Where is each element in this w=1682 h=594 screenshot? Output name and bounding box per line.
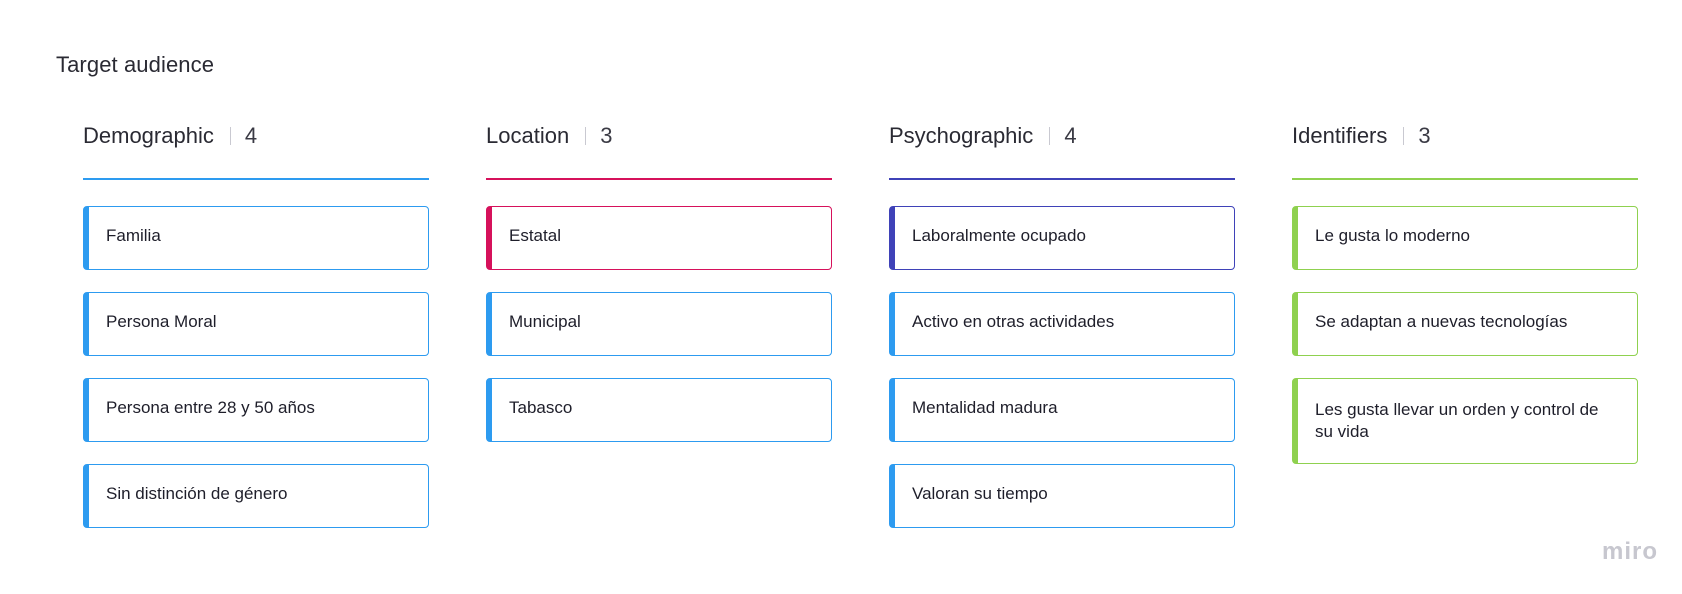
column-rule bbox=[889, 178, 1235, 180]
column-rule bbox=[1292, 178, 1638, 180]
board-title: Target audience bbox=[56, 52, 215, 77]
card-list: Familia Persona Moral Persona entre 28 y… bbox=[83, 206, 429, 528]
card[interactable]: Mentalidad madura bbox=[889, 378, 1235, 442]
column-title: Identifiers bbox=[1292, 123, 1388, 148]
card[interactable]: Se adaptan a nuevas tecnologías bbox=[1292, 292, 1638, 356]
column-location: Location 3 Estatal Municipal Tabasco bbox=[486, 122, 832, 464]
column-count: 3 bbox=[600, 123, 613, 148]
column-identifiers: Identifiers 3 Le gusta lo moderno Se ada… bbox=[1292, 122, 1638, 486]
card[interactable]: Persona Moral bbox=[83, 292, 429, 356]
column-header[interactable]: Identifiers 3 bbox=[1292, 122, 1638, 150]
column-header[interactable]: Demographic 4 bbox=[83, 122, 429, 150]
card[interactable]: Municipal bbox=[486, 292, 832, 356]
card-list: Estatal Municipal Tabasco bbox=[486, 206, 832, 442]
card[interactable]: Activo en otras actividades bbox=[889, 292, 1235, 356]
miro-logo: miro bbox=[1602, 538, 1659, 565]
column-title: Psychographic bbox=[889, 123, 1034, 148]
card[interactable]: Les gusta llevar un orden y control de s… bbox=[1292, 378, 1638, 464]
card[interactable]: Valoran su tiempo bbox=[889, 464, 1235, 528]
card-list: Le gusta lo moderno Se adaptan a nuevas … bbox=[1292, 206, 1638, 464]
card[interactable]: Le gusta lo moderno bbox=[1292, 206, 1638, 270]
card[interactable]: Estatal bbox=[486, 206, 832, 270]
column-header[interactable]: Psychographic 4 bbox=[889, 122, 1235, 150]
column-count: 4 bbox=[244, 123, 258, 148]
column-rule bbox=[486, 178, 832, 180]
column-rule bbox=[83, 178, 429, 180]
column-separator bbox=[1049, 127, 1051, 145]
column-title: Location bbox=[486, 123, 570, 148]
column-header[interactable]: Location 3 bbox=[486, 122, 832, 150]
column-title: Demographic bbox=[83, 123, 214, 148]
card-list: Laboralmente ocupado Activo en otras act… bbox=[889, 206, 1235, 528]
card[interactable]: Familia bbox=[83, 206, 429, 270]
card[interactable]: Tabasco bbox=[486, 378, 832, 442]
column-count: 3 bbox=[1418, 123, 1431, 148]
card[interactable]: Sin distinción de género bbox=[83, 464, 429, 528]
card[interactable]: Laboralmente ocupado bbox=[889, 206, 1235, 270]
column-psychographic: Psychographic 4 Laboralmente ocupado Act… bbox=[889, 122, 1235, 550]
column-count: 4 bbox=[1064, 123, 1077, 148]
column-separator bbox=[585, 127, 587, 145]
column-demographic: Demographic 4 Familia Persona Moral Pers… bbox=[83, 122, 429, 550]
card[interactable]: Persona entre 28 y 50 años bbox=[83, 378, 429, 442]
column-separator bbox=[229, 127, 231, 145]
column-separator bbox=[1403, 127, 1405, 145]
